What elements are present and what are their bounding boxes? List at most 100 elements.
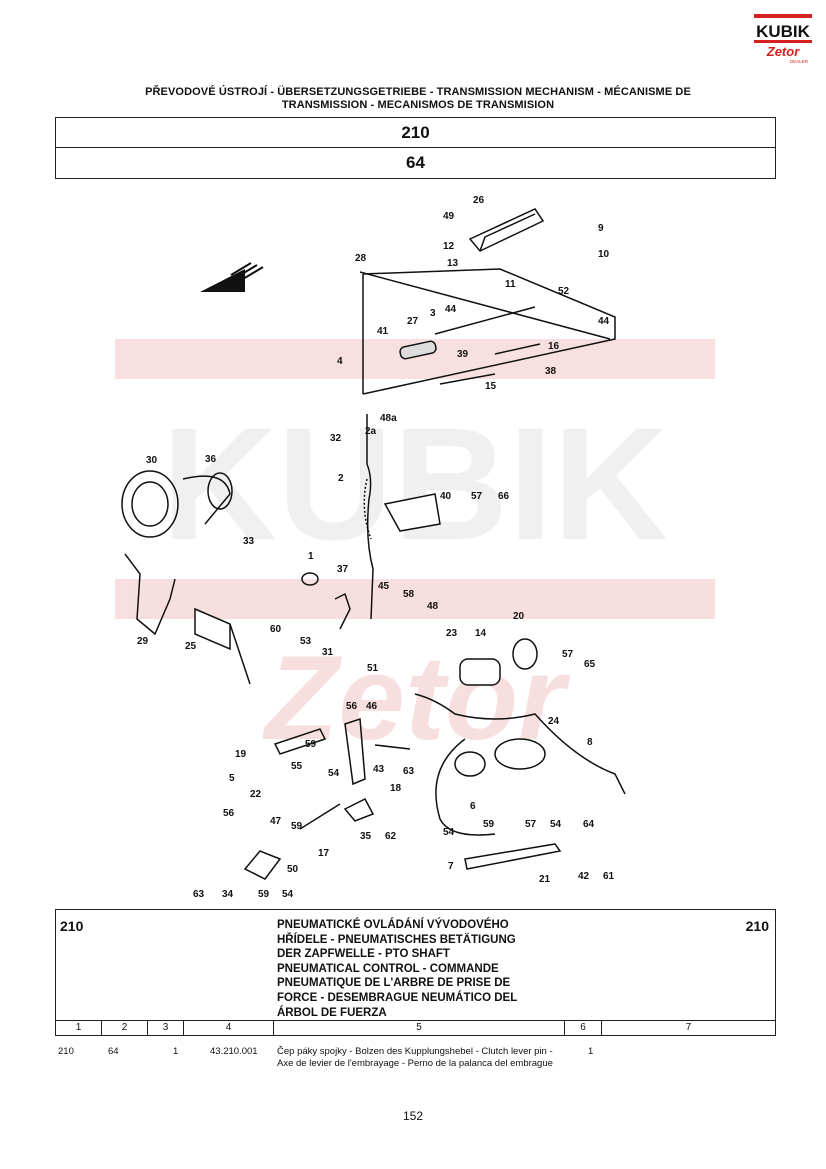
part-label: 9 — [598, 223, 604, 234]
part-label: 39 — [457, 349, 469, 360]
part-label: 6 — [470, 801, 476, 812]
svg-text:KUBIK: KUBIK — [162, 394, 669, 573]
part-label: 36 — [205, 454, 217, 465]
kubik-zetor-logo: KUBIK Zetor DEALER — [754, 14, 812, 64]
part-label: 57 — [471, 491, 483, 502]
part-label: 18 — [390, 783, 402, 794]
logo-text-kubik: KUBIK — [756, 22, 811, 41]
part-label: 37 — [337, 564, 349, 575]
part-label: 64 — [583, 819, 595, 830]
part-label: 54 — [282, 889, 294, 900]
part-label: 47 — [270, 816, 282, 827]
col-header-6: 6 — [565, 1021, 602, 1035]
part-label: 33 — [243, 536, 255, 547]
group-number-left: 210 — [60, 918, 84, 934]
col-header-3: 3 — [148, 1021, 184, 1035]
part-label: 65 — [584, 659, 596, 670]
part-label: 5 — [229, 773, 235, 784]
header-title-line1: PŘEVODOVÉ ÚSTROJÍ - ÜBERSETZUNGSGETRIEBE… — [145, 86, 691, 98]
part-label: 17 — [318, 848, 330, 859]
part-label: 45 — [378, 581, 390, 592]
part-label: 2 — [338, 473, 344, 484]
part-label: 3 — [430, 308, 436, 319]
part-label: 43 — [373, 764, 385, 775]
part-label: 48 — [427, 601, 439, 612]
part-label: 24 — [548, 716, 560, 727]
part-label: 56 — [223, 808, 235, 819]
part-label: 54 — [443, 827, 455, 838]
part-label: 60 — [270, 624, 282, 635]
part-label: 1 — [308, 551, 314, 562]
part-label: 7 — [448, 861, 454, 872]
part-label: 19 — [235, 749, 247, 760]
part-label: 21 — [539, 874, 551, 885]
part-label: 40 — [440, 491, 452, 502]
part-label: 54 — [550, 819, 562, 830]
part-label: 48a — [380, 413, 397, 424]
part-label: 30 — [146, 455, 158, 466]
part-label: 63 — [403, 766, 415, 777]
part-label: 26 — [473, 195, 485, 206]
part-label: 13 — [447, 258, 459, 269]
part-label: 25 — [185, 641, 197, 652]
direction-arrow-icon — [200, 262, 264, 292]
part-label: 42 — [578, 871, 590, 882]
col-header-5: 5 — [274, 1021, 565, 1035]
part-label: 10 — [598, 249, 610, 260]
group-description-box: 210 PNEUMATICKÉ OVLÁDÁNÍ VÝVODOVÉHO HŘÍD… — [55, 909, 776, 1021]
row-cell-description: Čep páky spojky - Bolzen des Kupplungshe… — [277, 1046, 553, 1069]
part-label: 46 — [366, 701, 378, 712]
part-label: 57 — [525, 819, 537, 830]
logo-text-dealer: DEALER — [790, 59, 809, 64]
part-label: 2a — [365, 426, 377, 437]
group-description: PNEUMATICKÉ OVLÁDÁNÍ VÝVODOVÉHO HŘÍDELE … — [277, 919, 518, 1019]
part-label: 44 — [598, 316, 610, 327]
kubik-watermark: KUBIK Zetor — [115, 339, 715, 765]
part-label: 59 — [291, 821, 303, 832]
part-label: 66 — [498, 491, 510, 502]
part-label: 8 — [587, 737, 593, 748]
part-label: 62 — [385, 831, 397, 842]
col-header-7: 7 — [685, 1022, 692, 1033]
part-label: 54 — [328, 768, 340, 779]
table-column-header: 1 2 3 4 5 6 7 — [55, 1021, 776, 1036]
part-label: 63 — [193, 889, 205, 900]
part-label: 11 — [505, 279, 516, 290]
row-cell-group: 64 — [108, 1046, 119, 1057]
part-label: 38 — [545, 366, 557, 377]
part-label: 29 — [137, 636, 149, 647]
group-number-right: 210 — [745, 918, 769, 934]
col-header-1: 1 — [56, 1021, 102, 1035]
part-label: 49 — [443, 211, 455, 222]
part-label: 59 — [258, 889, 270, 900]
row-cell-position: 1 — [173, 1046, 179, 1057]
group-number-box: 64 — [55, 148, 776, 179]
part-label: 61 — [603, 871, 615, 882]
part-label: 16 — [548, 341, 560, 352]
row-cell-part-number: 43.210.001 — [210, 1046, 258, 1057]
part-label: 53 — [300, 636, 312, 647]
col-header-2: 2 — [102, 1021, 148, 1035]
part-label: 50 — [287, 864, 299, 875]
part-label: 22 — [250, 789, 262, 800]
col-header-4: 4 — [184, 1021, 274, 1035]
part-label: 32 — [330, 433, 342, 444]
part-label: 31 — [322, 647, 334, 658]
part-label: 34 — [222, 889, 234, 900]
part-label: 56 — [346, 701, 358, 712]
part-label: 44 — [445, 304, 457, 315]
part-label: 35 — [360, 831, 372, 842]
header-title-line2: TRANSMISSION - MECANISMOS DE TRANSMISION — [281, 99, 555, 111]
part-label: 59 — [305, 739, 317, 750]
part-label: 58 — [403, 589, 415, 600]
part-label: 41 — [377, 326, 389, 337]
part-label: 51 — [367, 663, 379, 674]
part-label: 23 — [446, 628, 458, 639]
part-label: 52 — [558, 286, 570, 297]
part-label: 12 — [443, 241, 455, 252]
part-label: 59 — [483, 819, 495, 830]
part-label: 57 — [562, 649, 574, 660]
section-number-box: 210 — [55, 117, 776, 148]
page-header-title: PŘEVODOVÉ ÚSTROJÍ - ÜBERSETZUNGSGETRIEBE… — [60, 86, 776, 112]
row-cell-section: 210 — [58, 1046, 74, 1057]
